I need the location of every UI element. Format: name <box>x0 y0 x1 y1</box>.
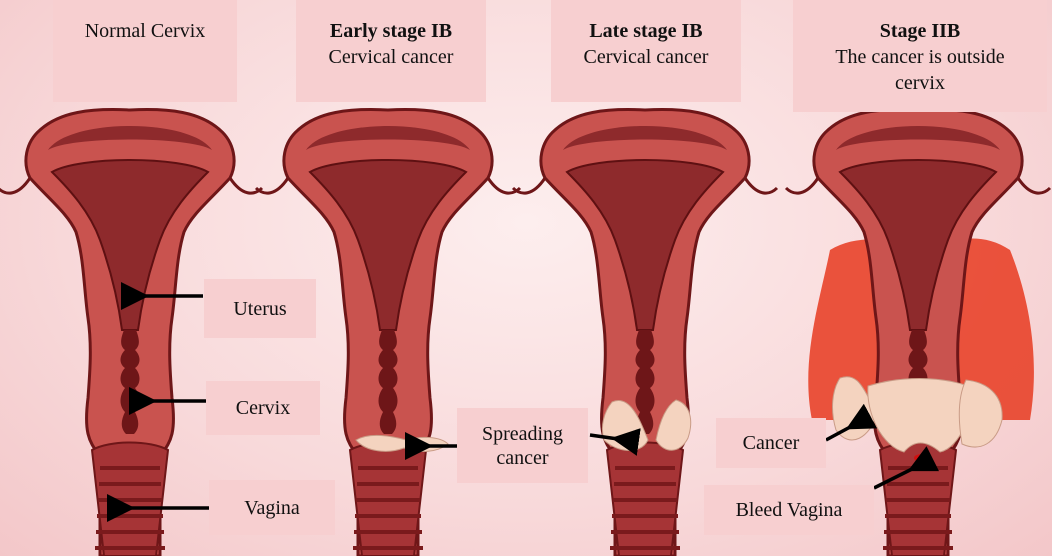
title-stage-iib-sub: The cancer is outside cervix <box>811 44 1029 96</box>
label-bleed-vagina: Bleed Vagina <box>704 485 874 535</box>
label-spreading-cancer: Spreading cancer <box>457 408 588 483</box>
label-cancer: Cancer <box>716 418 826 468</box>
title-late-ib-sub: Cervical cancer <box>551 44 741 70</box>
title-normal: Normal Cervix <box>53 0 237 102</box>
title-early-ib-sub: Cervical cancer <box>296 44 486 70</box>
title-stage-iib-heading: Stage IIB <box>811 18 1029 44</box>
title-late-ib-heading: Late stage IB <box>551 18 741 44</box>
label-uterus: Uterus <box>204 279 316 338</box>
label-vagina: Vagina <box>209 480 335 535</box>
title-stage-iib: Stage IIB The cancer is outside cervix <box>793 0 1047 112</box>
title-early-ib-heading: Early stage IB <box>296 18 486 44</box>
label-cervix: Cervix <box>206 381 320 435</box>
title-normal-text: Normal Cervix <box>53 18 237 44</box>
bleed-mark <box>914 454 930 462</box>
title-late-ib: Late stage IB Cervical cancer <box>551 0 741 102</box>
title-early-ib: Early stage IB Cervical cancer <box>296 0 486 102</box>
